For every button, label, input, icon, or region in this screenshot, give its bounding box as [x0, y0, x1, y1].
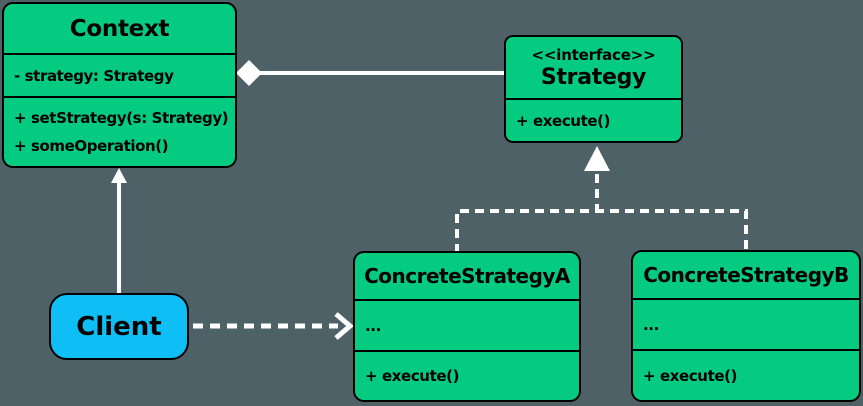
strategy-method: + execute(): [516, 111, 611, 130]
strategy-title-section: <<interface>> Strategy: [506, 37, 681, 98]
strategy-title: Strategy: [540, 64, 647, 90]
context-attribute: - strategy: Strategy: [14, 66, 174, 85]
concrete-b-methods: + execute(): [633, 349, 859, 400]
realization-path-concretes: [455, 209, 748, 253]
context-method: + setStrategy(s: Strategy): [14, 109, 229, 127]
concrete-a-attribute: ...: [365, 316, 381, 335]
concrete-b-attributes: ...: [633, 298, 859, 349]
class-box-concrete-strategy-b: ConcreteStrategyB ... + execute(): [631, 250, 861, 402]
aggregation-diamond: [236, 60, 262, 86]
strategy-methods: + execute(): [506, 98, 681, 141]
class-box-concrete-strategy-a: ConcreteStrategyA ... + execute(): [353, 251, 581, 402]
strategy-stereotype: <<interface>>: [531, 45, 656, 64]
context-method: + someOperation(): [14, 137, 169, 155]
concrete-b-method: + execute(): [643, 366, 738, 385]
client-label: Client: [76, 311, 162, 342]
association-arrowhead: [111, 168, 127, 183]
class-box-context: Context - strategy: Strategy + setStrate…: [2, 2, 237, 168]
concrete-a-title: ConcreteStrategyA: [364, 264, 570, 288]
realization-triangle-arrowhead: [584, 146, 610, 171]
concrete-b-attribute: ...: [643, 315, 659, 334]
concrete-a-attributes: ...: [355, 299, 579, 350]
concrete-a-methods: + execute(): [355, 350, 579, 400]
class-box-strategy-interface: <<interface>> Strategy + execute(): [504, 35, 683, 143]
context-attributes: - strategy: Strategy: [4, 53, 235, 96]
context-methods: + setStrategy(s: Strategy) + someOperati…: [4, 96, 235, 166]
client-node: Client: [49, 293, 189, 360]
dependency-chevron-arrowhead: [334, 312, 354, 340]
concrete-b-title: ConcreteStrategyB: [643, 263, 849, 287]
concrete-a-method: + execute(): [365, 367, 460, 385]
context-title: Context: [69, 15, 170, 42]
